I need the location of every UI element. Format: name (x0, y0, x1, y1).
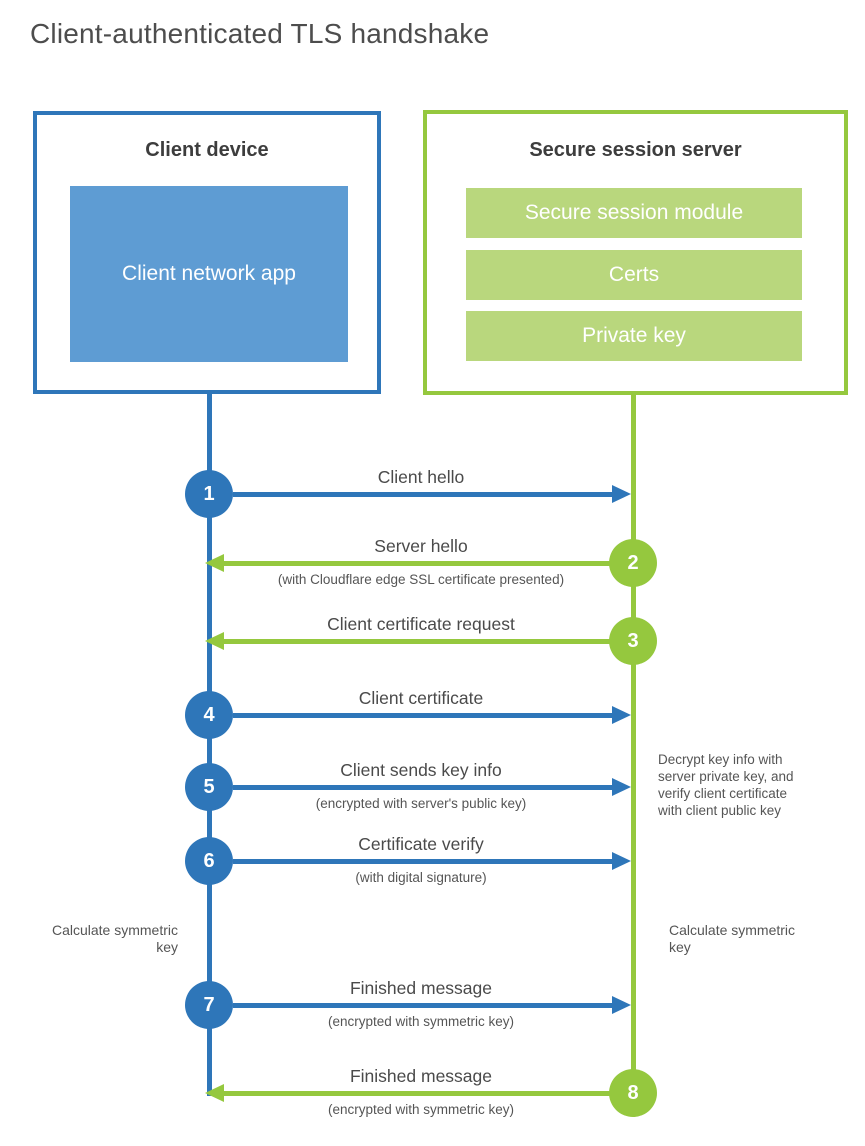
step-1-number: 1 (203, 482, 215, 505)
decrypt-key-note-line-1: Decrypt key info with (658, 752, 783, 767)
step-1-badge: 1 (185, 470, 233, 518)
step-7-sublabel: (encrypted with symmetric key) (327, 1014, 515, 1029)
step-5-badge: 5 (185, 763, 233, 811)
server-module-secure-session: Secure session module (466, 188, 802, 238)
step-7-label: Finished message (349, 978, 493, 998)
step-5-number: 5 (203, 775, 215, 798)
server-module-private-key: Private key (466, 311, 802, 361)
step-5-arrow-shaft (233, 785, 612, 790)
step-4-number: 4 (203, 703, 215, 726)
step-6-arrowhead-icon (612, 852, 631, 870)
step-6-arrow-shaft (233, 859, 612, 864)
step-6-badge: 6 (185, 837, 233, 885)
decrypt-key-note-line-4: with client public key (658, 803, 782, 818)
client-network-app-label: Client network app (122, 262, 296, 285)
step-4-label: Client certificate (358, 688, 484, 708)
server-lifeline (631, 395, 636, 1093)
step-8-label: Finished message (349, 1066, 493, 1086)
client-lifeline (207, 394, 212, 1096)
step-7-arrowhead-icon (612, 996, 631, 1014)
step-8-badge: 8 (609, 1069, 657, 1117)
page-title: Client-authenticated TLS handshake (30, 18, 490, 49)
step-3-number: 3 (627, 629, 639, 652)
step-3-arrow-shaft (223, 639, 610, 644)
step-8-arrow-shaft (223, 1091, 610, 1096)
step-5-arrowhead-icon (612, 778, 631, 796)
step-3-arrowhead-icon (205, 632, 224, 650)
decrypt-key-note-line-2: server private key, and (658, 769, 794, 784)
secure-session-server-title: Secure session server (529, 139, 742, 161)
step-7-number: 7 (203, 993, 215, 1016)
step-7-badge: 7 (185, 981, 233, 1029)
decrypt-key-note-line-3: verify client certificate (658, 786, 788, 801)
step-5-label: Client sends key info (340, 760, 502, 780)
step-4-arrow-shaft (233, 713, 612, 718)
step-2-label: Server hello (374, 536, 468, 556)
step-6-label: Certificate verify (358, 834, 484, 854)
step-7-arrow-shaft (233, 1003, 612, 1008)
step-2-number: 2 (627, 551, 639, 574)
server-module-certs: Certs (466, 250, 802, 300)
calculate-symmetric-key-note-server: Calculate symmetric key (669, 922, 796, 955)
step-2-arrowhead-icon (205, 554, 224, 572)
step-2-sublabel: (with Cloudflare edge SSL certificate pr… (277, 572, 565, 587)
decrypt-key-note: Decrypt key info with server private key… (658, 751, 848, 819)
step-6-sublabel: (with digital signature) (355, 870, 487, 885)
step-6-number: 6 (203, 849, 215, 872)
client-device-title: Client device (145, 139, 269, 161)
step-8-sublabel: (encrypted with symmetric key) (327, 1102, 515, 1117)
calculate-symmetric-key-note-client: Calculate symmetric key (51, 922, 178, 955)
step-5-sublabel: (encrypted with server's public key) (315, 796, 527, 811)
step-3-badge: 3 (609, 617, 657, 665)
step-1-label: Client hello (377, 467, 465, 487)
step-3-label: Client certificate request (327, 614, 515, 634)
step-8-number: 8 (627, 1081, 639, 1104)
step-8-arrowhead-icon (205, 1084, 224, 1102)
step-4-arrowhead-icon (612, 706, 631, 724)
step-1-arrow-shaft (233, 492, 612, 497)
step-1-arrowhead-icon (612, 485, 631, 503)
step-2-arrow-shaft (223, 561, 610, 566)
client-network-app-box: Client network app (70, 186, 348, 362)
step-2-badge: 2 (609, 539, 657, 587)
step-4-badge: 4 (185, 691, 233, 739)
